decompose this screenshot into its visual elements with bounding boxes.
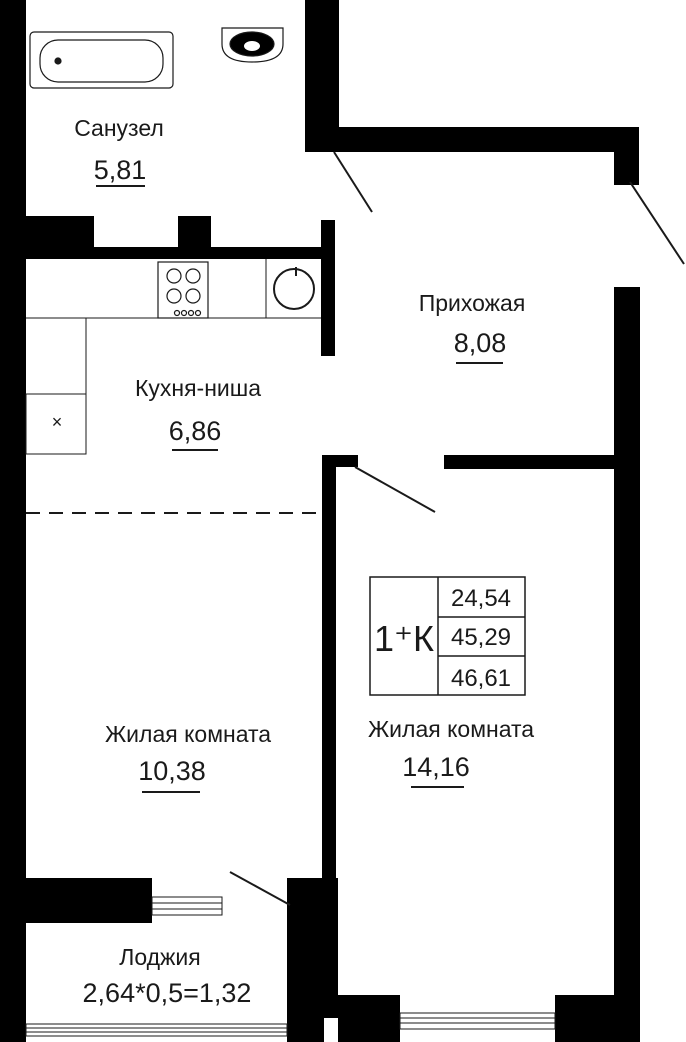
door-loggia	[229, 871, 291, 906]
sink-icon	[273, 267, 315, 310]
window-room2	[399, 1012, 556, 1030]
wall-bottom-right	[555, 995, 640, 1042]
living-area-value: 24,54	[451, 585, 511, 612]
door-room2	[354, 466, 436, 513]
room-area-living-2: 14,16	[402, 752, 470, 782]
room-area-hallway: 8,08	[454, 328, 507, 358]
wall-loggia-right	[287, 878, 324, 1042]
room-name-kitchen: Кухня-ниша	[135, 375, 261, 401]
total-with-loggia-value: 46,61	[451, 665, 511, 692]
room-name-living-1: Жилая комната	[105, 721, 271, 747]
door-entrance	[629, 181, 685, 265]
room-name-hallway: Прихожая	[419, 290, 526, 316]
wall-room2-top-right	[444, 455, 614, 469]
room-area-living-1: 10,38	[138, 756, 206, 786]
wall-corridor-top	[305, 127, 639, 152]
wall-vent-right	[178, 216, 211, 247]
wall-room2-left	[322, 455, 336, 880]
fridge-mark: ×	[52, 412, 63, 432]
wall-right	[614, 287, 640, 1017]
room-name-loggia: Лоджия	[119, 944, 201, 970]
total-area-value: 45,29	[451, 624, 511, 651]
room-name-bathroom: Санузел	[74, 115, 164, 141]
doors	[229, 151, 685, 906]
wall-kitchen-right	[321, 220, 335, 356]
windows	[25, 896, 556, 1037]
door-bathroom	[333, 151, 373, 213]
wall-loggia-left	[0, 878, 152, 923]
wall-bottom-left	[338, 995, 400, 1042]
stove-icon	[157, 261, 209, 319]
window-loggia	[25, 1023, 288, 1037]
fridge	[25, 393, 87, 455]
apartment-type: 1⁺К	[374, 618, 434, 659]
kitchen-counter	[26, 259, 267, 319]
wall-bath-kitchen	[26, 247, 324, 259]
kitchen-fixtures	[25, 259, 321, 455]
toilet-icon	[221, 27, 284, 63]
room-labels: Санузел 5,81 Прихожая 8,08 Кухня-ниша 6,…	[74, 115, 534, 1008]
bathtub-icon	[29, 31, 174, 89]
room-name-living-2: Жилая комната	[368, 716, 534, 742]
wall-corridor-right-stub	[614, 127, 639, 185]
walls	[0, 0, 640, 1042]
area-summary-table: 1⁺К 24,54 45,29 46,61	[369, 576, 526, 696]
window-loggia-door	[151, 896, 223, 916]
room-area-kitchen: 6,86	[169, 416, 222, 446]
wall-vent-left	[26, 216, 94, 247]
wall-room2-bottom-left	[322, 878, 338, 1018]
room-area-loggia: 2,64*0,5=1,32	[83, 978, 252, 1008]
room-area-bathroom: 5,81	[94, 155, 147, 185]
wall-bath-right	[305, 0, 339, 152]
wall-left	[0, 0, 26, 1042]
